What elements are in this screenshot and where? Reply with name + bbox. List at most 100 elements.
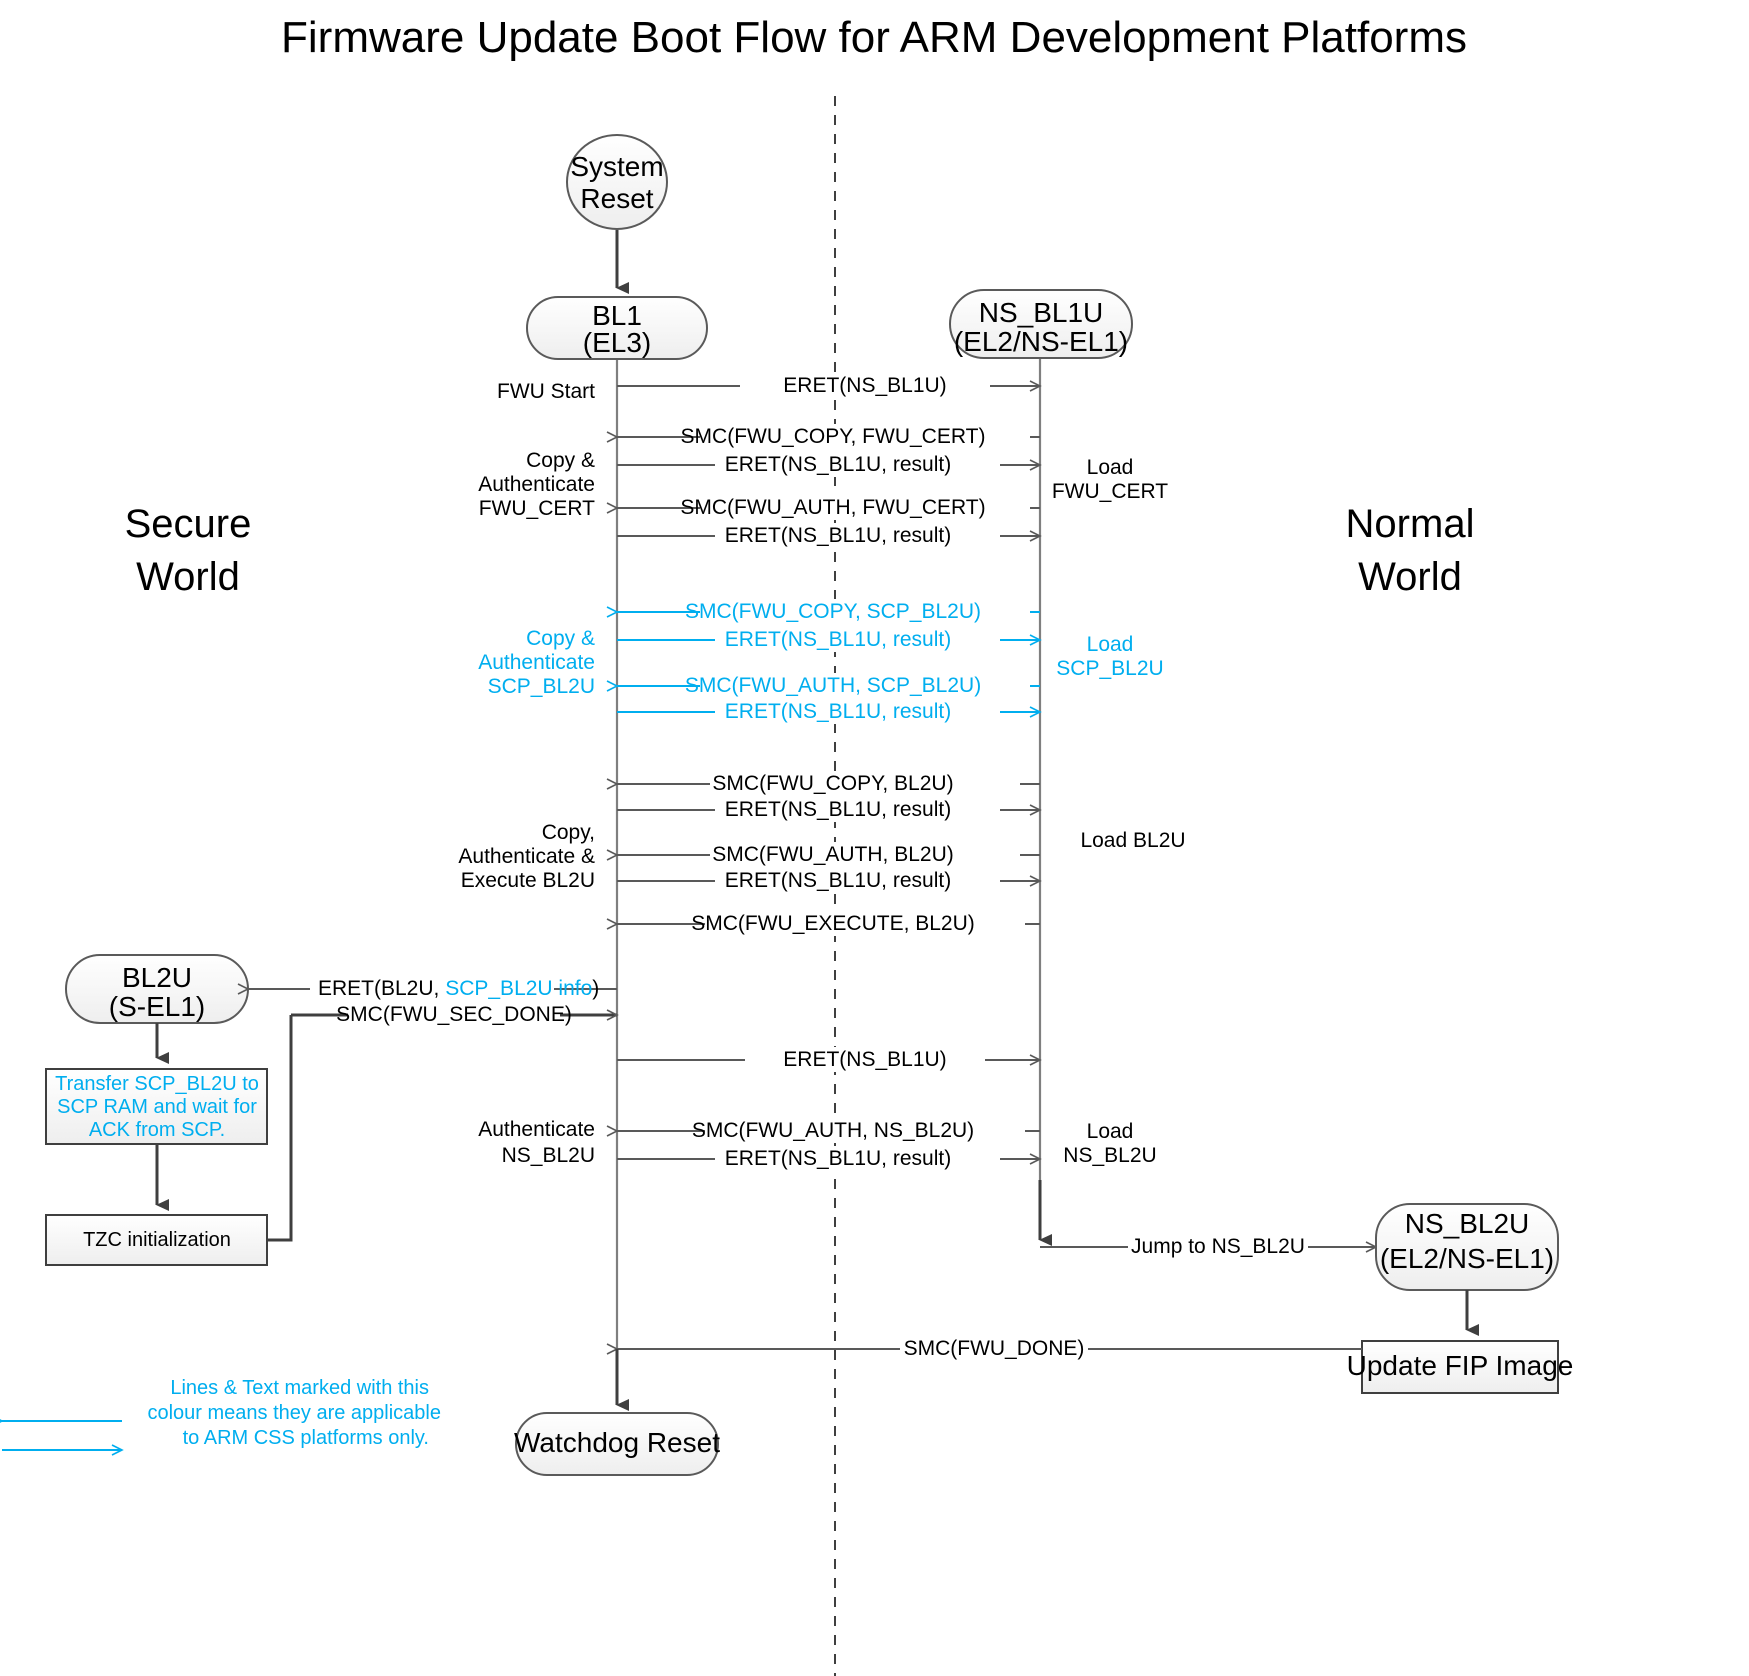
node-bl2u: BL2U (S-EL1) [65,954,249,1024]
message-m11: ERET(NS_BL1U, result) [617,797,1042,822]
svg-text:to ARM CSS platforms only.: to ARM CSS platforms only. [183,1427,429,1449]
box-tzc-initialization: TZC initialization [45,1214,268,1266]
svg-text:BL1: BL1 [592,300,642,331]
svg-text:ERET(NS_BL1U, result): ERET(NS_BL1U, result) [725,1147,951,1170]
message-smc-fwu-done: SMC(FWU_DONE) [606,1336,1362,1361]
label-load-bl2u: Load BL2U [1080,829,1185,852]
label-load-scp-bl2u: Load SCP_BL2U [1056,633,1163,680]
svg-text:Authenticate &: Authenticate & [458,845,595,868]
svg-text:NS_BL2U: NS_BL2U [502,1144,595,1167]
svg-text:Normal: Normal [1346,502,1475,546]
svg-text:Authenticate: Authenticate [478,651,595,674]
connector-tzc-to-bl1 [267,1015,293,1242]
message-jump-to-ns-bl2u: Jump to NS_BL2U [1040,1234,1378,1259]
svg-text:World: World [1358,555,1462,599]
svg-text:Update FIP Image: Update FIP Image [1347,1350,1574,1381]
svg-text:colour means they are applicab: colour means they are applicable [147,1402,441,1424]
svg-text:SMC(FWU_AUTH, SCP_BL2U): SMC(FWU_AUTH, SCP_BL2U) [685,674,981,697]
message-m14: SMC(FWU_EXECUTE, BL2U) [606,911,1040,936]
svg-text:Load: Load [1087,456,1134,479]
secure-world-label: Secure World [125,502,252,599]
box-transfer-scp-bl2u: Transfer SCP_BL2U to SCP RAM and wait fo… [45,1068,268,1145]
svg-text:BL2U: BL2U [122,962,192,993]
message-m4: SMC(FWU_AUTH, FWU_CERT) [606,495,1040,520]
svg-text:Copy &: Copy & [526,449,595,472]
svg-text:NS_BL2U: NS_BL2U [1063,1144,1156,1167]
page-title: Firmware Update Boot Flow for ARM Develo… [281,13,1467,62]
svg-text:NS_BL2U: NS_BL2U [1405,1208,1530,1239]
svg-text:SMC(FWU_AUTH, FWU_CERT): SMC(FWU_AUTH, FWU_CERT) [680,496,985,519]
svg-text:Copy &: Copy & [526,627,595,650]
svg-text:SMC(FWU_AUTH, BL2U): SMC(FWU_AUTH, BL2U) [712,843,954,866]
svg-text:Reset: Reset [580,183,653,214]
node-system-reset: System Reset [566,134,668,230]
svg-text:System: System [570,151,663,182]
legend: Lines & Text marked with this colour mea… [0,1377,441,1456]
svg-text:SMC(FWU_COPY, SCP_BL2U): SMC(FWU_COPY, SCP_BL2U) [685,600,981,623]
svg-text:Secure: Secure [125,502,252,546]
message-m12: SMC(FWU_AUTH, BL2U) [606,842,1040,867]
node-bl1: BL1 (EL3) [526,296,708,360]
message-m10: SMC(FWU_COPY, BL2U) [606,771,1040,796]
label-copy-auth-fwu-cert: Copy & Authenticate FWU_CERT [478,449,595,520]
svg-text:ERET(BL2U, SCP_BL2U info): ERET(BL2U, SCP_BL2U info) [318,977,599,1000]
svg-text:Watchdog Reset: Watchdog Reset [514,1427,720,1458]
message-m13: ERET(NS_BL1U, result) [617,868,1042,893]
svg-text:Authenticate: Authenticate [478,473,595,496]
svg-text:ERET(NS_BL1U, result): ERET(NS_BL1U, result) [725,700,951,723]
svg-text:Jump to NS_BL2U: Jump to NS_BL2U [1131,1235,1305,1258]
svg-text:TZC initialization: TZC initialization [83,1229,231,1251]
svg-text:ERET(NS_BL1U, result): ERET(NS_BL1U, result) [725,798,951,821]
node-ns-bl1u: NS_BL1U (EL2/NS-EL1) [949,289,1133,359]
svg-text:Lines & Text marked with this: Lines & Text marked with this [170,1377,429,1399]
svg-text:World: World [136,555,240,599]
svg-text:Copy,: Copy, [542,821,595,844]
label-load-ns-bl2u: Load NS_BL2U [1063,1120,1156,1167]
normal-world-label: Normal World [1346,502,1475,599]
svg-text:Load: Load [1087,1120,1134,1143]
message-eret-bl2u: ERET(BL2U, SCP_BL2U info) [237,976,617,1001]
svg-text:(EL2/NS-EL1): (EL2/NS-EL1) [954,326,1128,357]
label-load-fwu-cert: Load FWU_CERT [1052,456,1168,503]
message-m16: SMC(FWU_AUTH, NS_BL2U) [606,1118,1040,1143]
node-watchdog-reset: Watchdog Reset [514,1412,720,1476]
message-m1: ERET(NS_BL1U) [617,373,1042,398]
svg-text:(EL2/NS-EL1): (EL2/NS-EL1) [1380,1243,1554,1274]
svg-text:Authenticate: Authenticate [478,1118,595,1141]
svg-text:(S-EL1): (S-EL1) [109,991,205,1022]
svg-text:ACK from SCP.: ACK from SCP. [89,1119,225,1141]
svg-text:FWU_CERT: FWU_CERT [1052,480,1168,503]
box-update-fip-image: Update FIP Image [1347,1340,1574,1394]
svg-text:SMC(FWU_AUTH, NS_BL2U): SMC(FWU_AUTH, NS_BL2U) [692,1119,974,1142]
svg-text:ERET(NS_BL1U): ERET(NS_BL1U) [783,374,946,397]
message-m9: ERET(NS_BL1U, result) [617,699,1042,724]
node-ns-bl2u: NS_BL2U (EL2/NS-EL1) [1375,1203,1559,1291]
label-fwu-start: FWU Start [497,380,595,403]
svg-text:SCP_BL2U: SCP_BL2U [488,675,595,698]
svg-text:Execute BL2U: Execute BL2U [461,869,595,892]
svg-text:SMC(FWU_SEC_DONE): SMC(FWU_SEC_DONE) [336,1003,572,1026]
message-smc-fwu-sec-done: SMC(FWU_SEC_DONE) [291,1002,619,1027]
message-m8: SMC(FWU_AUTH, SCP_BL2U) [606,673,1040,698]
svg-text:Transfer SCP_BL2U to: Transfer SCP_BL2U to [55,1073,259,1095]
message-m2: SMC(FWU_COPY, FWU_CERT) [606,424,1040,449]
label-copy-auth-scp-bl2u: Copy & Authenticate SCP_BL2U [478,627,595,698]
message-m6: SMC(FWU_COPY, SCP_BL2U) [606,599,1040,624]
svg-text:SMC(FWU_EXECUTE, BL2U): SMC(FWU_EXECUTE, BL2U) [691,912,975,935]
svg-text:Load: Load [1087,633,1134,656]
label-authenticate-ns-bl2u: Authenticate NS_BL2U [478,1118,595,1167]
message-m5: ERET(NS_BL1U, result) [617,523,1042,548]
svg-text:ERET(NS_BL1U, result): ERET(NS_BL1U, result) [725,628,951,651]
svg-text:FWU Start: FWU Start [497,380,595,403]
svg-text:SCP_BL2U: SCP_BL2U [1056,657,1163,680]
svg-text:NS_BL1U: NS_BL1U [979,297,1104,328]
svg-text:FWU_CERT: FWU_CERT [479,497,595,520]
message-m15: ERET(NS_BL1U) [617,1047,1042,1072]
svg-text:Load BL2U: Load BL2U [1080,829,1185,852]
message-m3: ERET(NS_BL1U, result) [617,452,1042,477]
message-m17: ERET(NS_BL1U, result) [617,1146,1042,1171]
svg-text:ERET(NS_BL1U, result): ERET(NS_BL1U, result) [725,869,951,892]
label-copy-auth-exec-bl2u: Copy, Authenticate & Execute BL2U [458,821,595,892]
svg-text:ERET(NS_BL1U, result): ERET(NS_BL1U, result) [725,453,951,476]
